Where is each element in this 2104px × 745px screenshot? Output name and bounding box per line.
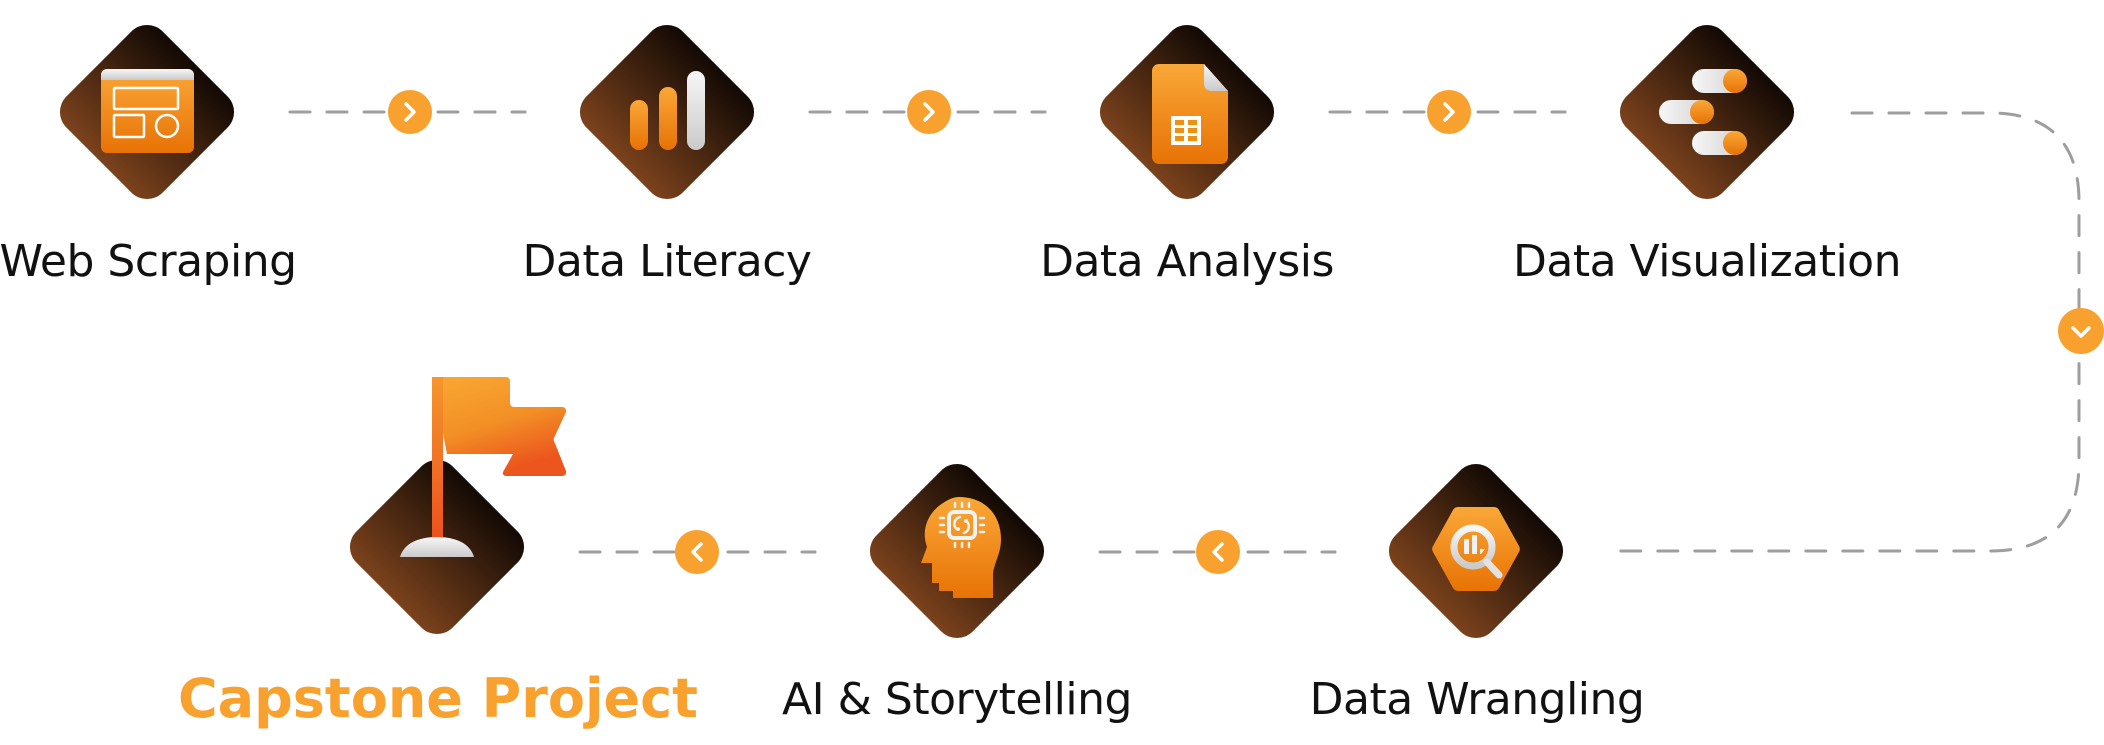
- step-capstone-project[interactable]: [341, 377, 567, 643]
- step-data-visualization[interactable]: [1611, 16, 1803, 208]
- arrow-node-right-1[interactable]: [388, 90, 432, 134]
- chevron-left-icon: [691, 542, 703, 562]
- chevron-left-icon: [1212, 542, 1224, 562]
- chip-icon: [938, 501, 986, 549]
- ai-head-icon: [921, 497, 1001, 598]
- browser-layout-icon: [101, 69, 194, 153]
- toggles-icon: [1659, 69, 1747, 155]
- step-data-analysis[interactable]: [1091, 16, 1283, 208]
- step-label-capstone-project: Capstone Project: [178, 667, 698, 730]
- arrow-node-left-2[interactable]: [675, 530, 719, 574]
- step-label-web-scraping: Web Scraping: [0, 236, 297, 287]
- flag-icon: [400, 377, 567, 557]
- step-label-ai-storytelling: AI & Storytelling: [782, 674, 1132, 725]
- arrow-node-left-1[interactable]: [1196, 530, 1240, 574]
- step-data-wrangling[interactable]: [1380, 455, 1572, 647]
- step-label-data-analysis: Data Analysis: [1040, 236, 1334, 287]
- arrow-node-down[interactable]: [2058, 308, 2104, 354]
- step-label-data-literacy: Data Literacy: [522, 236, 812, 287]
- chevron-right-icon: [1443, 102, 1455, 122]
- step-label-data-wrangling: Data Wrangling: [1309, 674, 1645, 725]
- chevron-down-icon: [2071, 326, 2091, 338]
- spreadsheet-icon: [1152, 64, 1228, 164]
- arrow-node-right-3[interactable]: [1427, 90, 1471, 134]
- chevron-right-icon: [404, 102, 416, 122]
- step-ai-storytelling[interactable]: [861, 455, 1053, 647]
- arrow-node-right-2[interactable]: [907, 90, 951, 134]
- hexagon-search-icon: [1432, 507, 1520, 591]
- step-label-data-visualization: Data Visualization: [1513, 236, 1901, 287]
- step-data-literacy[interactable]: [571, 16, 763, 208]
- step-web-scraping[interactable]: [51, 16, 243, 208]
- bar-chart-icon: [630, 71, 705, 150]
- chevron-right-icon: [923, 102, 935, 122]
